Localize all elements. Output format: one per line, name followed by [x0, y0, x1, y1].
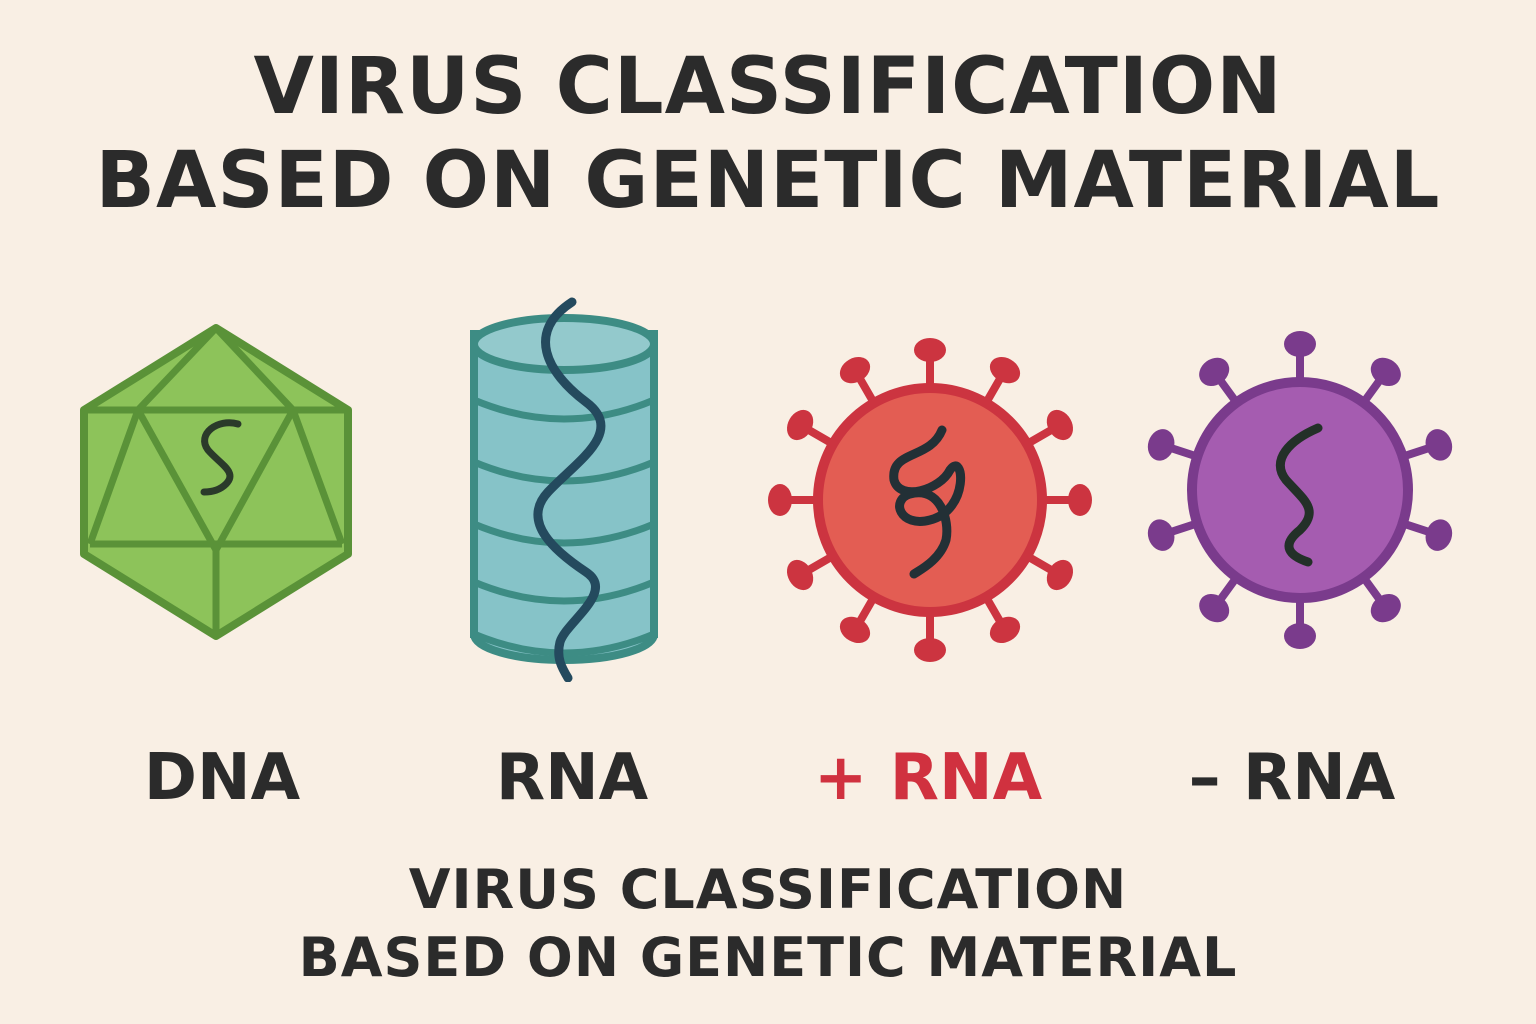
title-line-1: VIRUS CLASSIFICATION: [253, 42, 1283, 132]
label-dna: DNA: [143, 741, 301, 815]
caption-line-1: VIRUS CLASSIFICATION: [408, 858, 1128, 921]
spiked-virus-red-icon: [760, 338, 1100, 670]
title-line-2: BASED ON GENETIC MATERIAL: [95, 136, 1441, 226]
caption-line-2: BASED ON GENETIC MATERIAL: [298, 926, 1238, 989]
footer-caption: VIRUS CLASSIFICATION BASED ON GENETIC MA…: [0, 856, 1536, 992]
icosahedral-capsid-icon: [80, 324, 352, 640]
page-title: VIRUS CLASSIFICATION BASED ON GENETIC MA…: [0, 40, 1536, 228]
label-rna: RNA: [495, 741, 649, 815]
label-negative-rna: – RNA: [1188, 741, 1396, 815]
label-positive-rna: + RNA: [813, 741, 1043, 815]
helical-capsid-icon: [470, 297, 658, 682]
spiked-virus-purple-icon: [1130, 331, 1470, 660]
